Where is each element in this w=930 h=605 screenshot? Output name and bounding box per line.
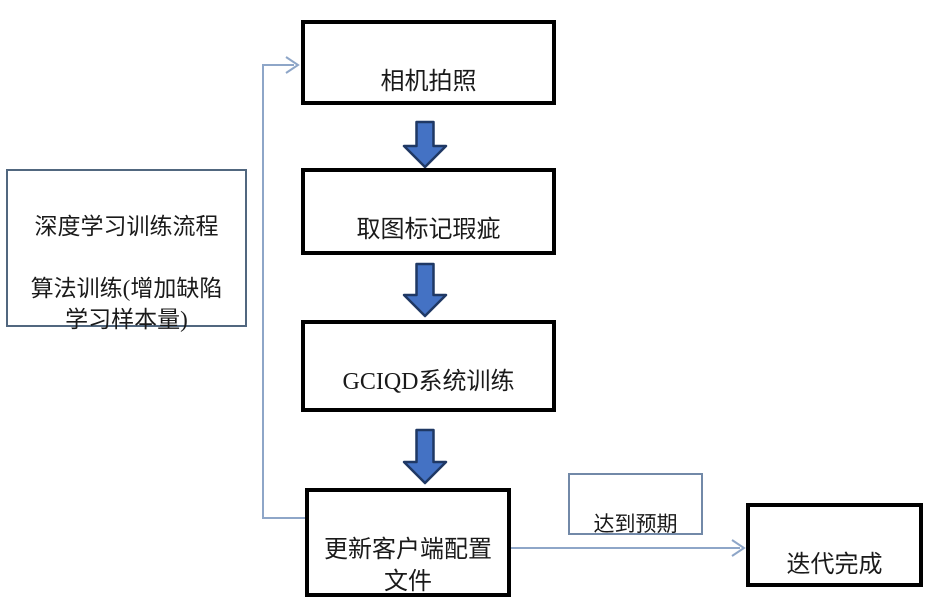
node-mark-defects: 取图标记瑕疵 — [301, 168, 556, 255]
process-note-box: 深度学习训练流程 算法训练(增加缺陷 学习样本量) — [6, 169, 247, 332]
node-iteration-done: 迭代完成 — [746, 503, 923, 587]
node-system-training: GCIQD系统训练 — [301, 320, 556, 412]
node-system-training-label: GCIQD系统训练 — [342, 369, 515, 395]
node-update-config: 更新客户端配置 文件 — [305, 488, 511, 597]
node-camera-capture-label: 相机拍照 — [380, 69, 477, 95]
node-update-config-label: 更新客户端配置 文件 — [324, 537, 492, 595]
expectation-label: 达到预期 — [593, 512, 678, 536]
expectation-arrowhead-icon — [731, 539, 746, 557]
node-iteration-done-label: 迭代完成 — [786, 552, 883, 578]
expectation-label-box: 达到预期 — [568, 473, 703, 536]
node-mark-defects-label: 取图标记瑕疵 — [356, 217, 501, 243]
down-block-arrow-3-icon — [402, 428, 448, 485]
feedback-arrowhead-icon — [285, 56, 300, 74]
down-block-arrow-1-icon — [402, 120, 448, 169]
process-note-label: 深度学习训练流程 算法训练(增加缺陷 学习样本量) — [30, 214, 223, 332]
node-camera-capture: 相机拍照 — [301, 20, 556, 105]
down-block-arrow-2-icon — [402, 262, 448, 318]
feedback-connector-line — [262, 64, 305, 519]
